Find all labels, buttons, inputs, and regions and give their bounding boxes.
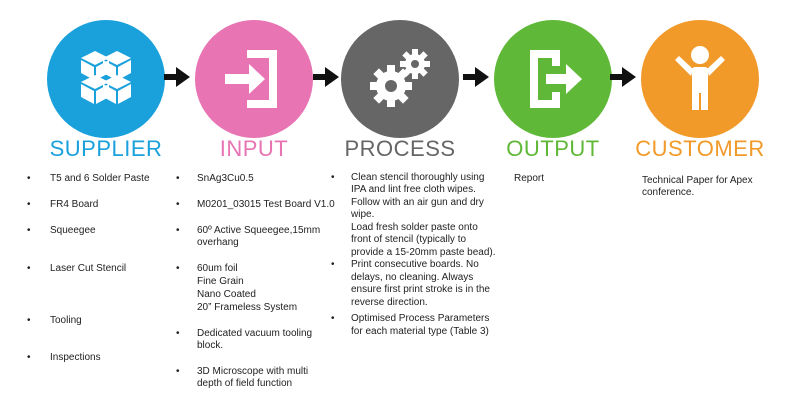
process-item-line: ensure first print stroke is in the [351,284,490,295]
supplier-item: Inspections [50,352,101,363]
exit-icon [530,50,582,108]
bullet: • [176,173,180,184]
process-item-line: Optimised Process Parameters [351,313,490,324]
input-item-line: 60um foil [197,263,238,274]
process-item-line: delays, no cleaning. Always [351,272,474,283]
supplier-item: Tooling [50,315,82,326]
supplier-item: FR4 Board [50,199,99,210]
bullet: • [176,199,180,210]
bullet: • [331,259,335,270]
arrow-icon [164,67,190,87]
process-item-line: Follow with an air gun and dry [351,197,484,208]
process-heading: PROCESS [344,136,456,161]
supplier-item: Laser Cut Stencil [50,263,127,274]
bullet: • [331,172,335,183]
input-item-line: Dedicated vacuum tooling [197,328,313,339]
bullet: • [27,225,31,236]
bullet: • [27,173,31,184]
process-circle [341,20,459,138]
arrow-icon [463,67,489,87]
process-item-line: Clean stencil thoroughly using [351,172,485,183]
bullet: • [176,225,180,236]
customer-heading: CUSTOMER [635,136,765,161]
input-item-line: overhang [197,237,239,248]
input-item-line: depth of field function [197,378,293,389]
input-heading: INPUT [219,136,289,161]
bullet: • [176,366,180,377]
input-item-line: SnAg3Cu0.5 [197,173,254,184]
bullet: • [27,352,31,363]
arrow-icon [313,67,339,87]
process-item-line: Load fresh solder paste onto [351,222,478,233]
process-item-line: provide a 15-20mm paste bead). [351,247,496,258]
process-item-line: front of stencil (typically to [351,234,467,245]
output-item: Report [514,173,545,184]
bullet: • [331,313,335,324]
person-icon [675,46,725,110]
customer-circle [641,20,759,138]
customer-item-line: conference. [642,187,695,198]
process-item-line: Print consecutive boards. No [351,259,479,270]
supplier-heading: SUPPLIER [49,136,163,161]
input-item-line: 3D Microscope with multi [197,366,309,377]
boxes-icon [81,51,131,104]
process-item-line: reverse direction. [351,297,428,308]
bullet: • [27,315,31,326]
supplier-circle [47,20,165,138]
supplier-item: Squeegee [50,225,96,236]
gears-icon [370,49,430,107]
output-circle [494,20,612,138]
process-item-line: wipe. [351,209,375,220]
customer-item-line: Technical Paper for Apex [642,175,753,186]
bullet: • [176,263,180,274]
input-item-line: Nano Coated [197,289,256,300]
bullet: • [27,199,31,210]
input-item-line: 20” Frameless System [197,302,298,313]
process-item-line: for each material type (Table 3) [351,326,489,337]
arrow-icon [610,67,636,87]
bullet: • [176,328,180,339]
process-item-line: IPA and lint free cloth wipes. [351,184,476,195]
bullet: • [27,263,31,274]
input-item-line: block. [197,340,224,351]
enter-icon [225,50,277,108]
input-circle [195,20,313,138]
input-item-line: 60º Active Squeegee,15mm [197,225,321,236]
input-item-line: M0201_03015 Test Board V1.0 [197,199,335,210]
output-heading: OUTPUT [506,136,600,161]
supplier-item: T5 and 6 Solder Paste [50,173,150,184]
input-item-line: Fine Grain [197,276,244,287]
